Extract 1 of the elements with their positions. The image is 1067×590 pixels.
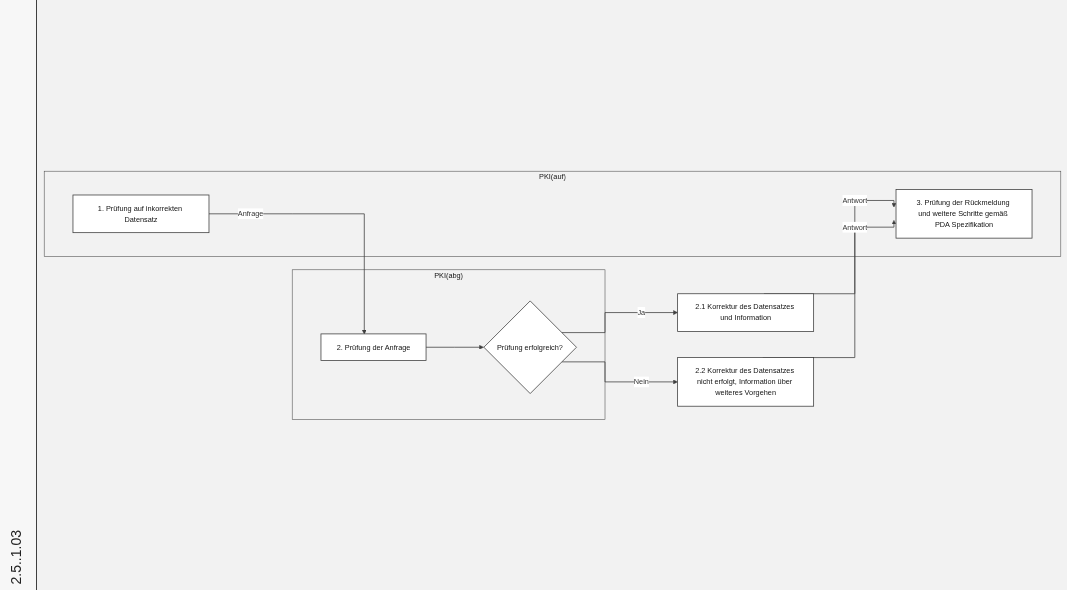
diagram-id: 2.5..1.03 [8, 529, 24, 584]
